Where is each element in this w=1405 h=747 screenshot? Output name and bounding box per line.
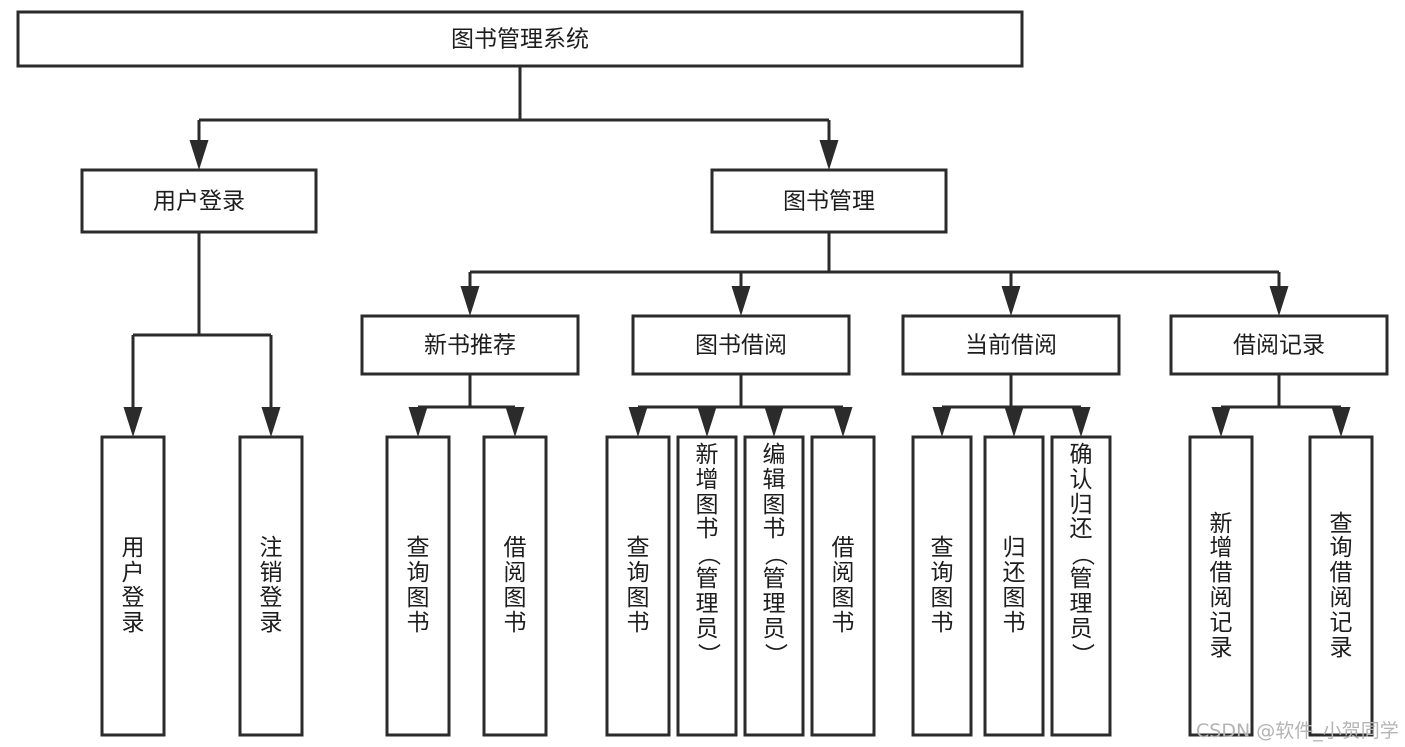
node-box-level2-用户登录[interactable] — [80, 168, 318, 234]
connector-group-new-book-to-leaves — [408, 374, 525, 437]
arrow-head-icon — [833, 407, 853, 437]
arrow-head-icon — [189, 140, 209, 170]
node-label-level2-用户登录: 用户登录 — [153, 189, 245, 215]
arrow-head-icon — [932, 407, 952, 437]
arrow-head-icon — [764, 407, 784, 437]
node-label-level3-图书借阅: 图书借阅 — [695, 333, 787, 359]
node-box-leaf-确认归还管理员[interactable] — [1050, 435, 1112, 737]
node-label-root-图书管理系统: 图书管理系统 — [451, 27, 589, 53]
node-box-leaf-查询借阅记录[interactable] — [1308, 435, 1374, 737]
node-box-level3-当前借阅[interactable] — [901, 314, 1121, 376]
node-box-leaf-用户登录[interactable] — [100, 435, 166, 737]
arrow-head-icon — [261, 407, 281, 437]
connector-group-current-borrow-to-leaves — [932, 374, 1091, 437]
arrow-head-icon — [1004, 407, 1024, 437]
arrow-head-icon — [731, 286, 751, 316]
node-box-leaf-新增图书管理员[interactable] — [676, 435, 738, 737]
node-label-level3-当前借阅: 当前借阅 — [965, 333, 1057, 359]
arrow-head-icon — [1211, 407, 1231, 437]
arrow-head-icon — [1331, 407, 1351, 437]
node-box-leaf-查询图书[interactable] — [385, 435, 451, 737]
node-label-level2-图书管理: 图书管理 — [783, 189, 875, 215]
csdn-watermark: CSDN @软件_小贺同学 — [1196, 720, 1399, 742]
arrow-head-icon — [505, 407, 525, 437]
arrow-head-icon — [408, 407, 428, 437]
node-box-leaf-归还图书[interactable] — [983, 435, 1045, 737]
connector-group-book-mgmt-to-level3 — [460, 232, 1289, 316]
connector-group-user-login-to-leaves — [123, 232, 281, 437]
arrow-head-icon — [819, 140, 839, 170]
arrow-head-icon — [628, 407, 648, 437]
node-label-level3-借阅记录: 借阅记录 — [1233, 333, 1325, 359]
node-box-leaf-借阅图书[interactable] — [482, 435, 548, 737]
node-box-leaf-注销登录[interactable] — [238, 435, 304, 737]
node-box-leaf-查询图书[interactable] — [605, 435, 671, 737]
arrow-head-icon — [697, 407, 717, 437]
node-box-leaf-新增借阅记录[interactable] — [1188, 435, 1254, 737]
node-box-leaf-编辑图书管理员[interactable] — [743, 435, 805, 737]
connector-group-records-to-leaves — [1211, 374, 1351, 437]
arrow-head-icon — [460, 286, 480, 316]
node-label-level3-新书推荐: 新书推荐 — [424, 333, 516, 359]
arrow-head-icon — [1001, 286, 1021, 316]
arrow-head-icon — [123, 407, 143, 437]
node-box-leaf-借阅图书[interactable] — [810, 435, 876, 737]
node-box-level2-图书管理[interactable] — [710, 168, 948, 234]
connector-group-borrow-to-leaves — [628, 374, 853, 437]
node-box-root-图书管理系统[interactable] — [16, 10, 1024, 68]
node-box-level3-图书借阅[interactable] — [631, 314, 851, 376]
connector-layer — [123, 66, 1351, 437]
arrow-head-icon — [1071, 407, 1091, 437]
node-box-level3-借阅记录[interactable] — [1169, 314, 1389, 376]
node-box-leaf-查询图书[interactable] — [911, 435, 973, 737]
node-box-level3-新书推荐[interactable] — [360, 314, 580, 376]
connector-group-root-to-level2 — [189, 66, 839, 170]
box-layer — [16, 10, 1389, 737]
arrow-head-icon — [1269, 286, 1289, 316]
